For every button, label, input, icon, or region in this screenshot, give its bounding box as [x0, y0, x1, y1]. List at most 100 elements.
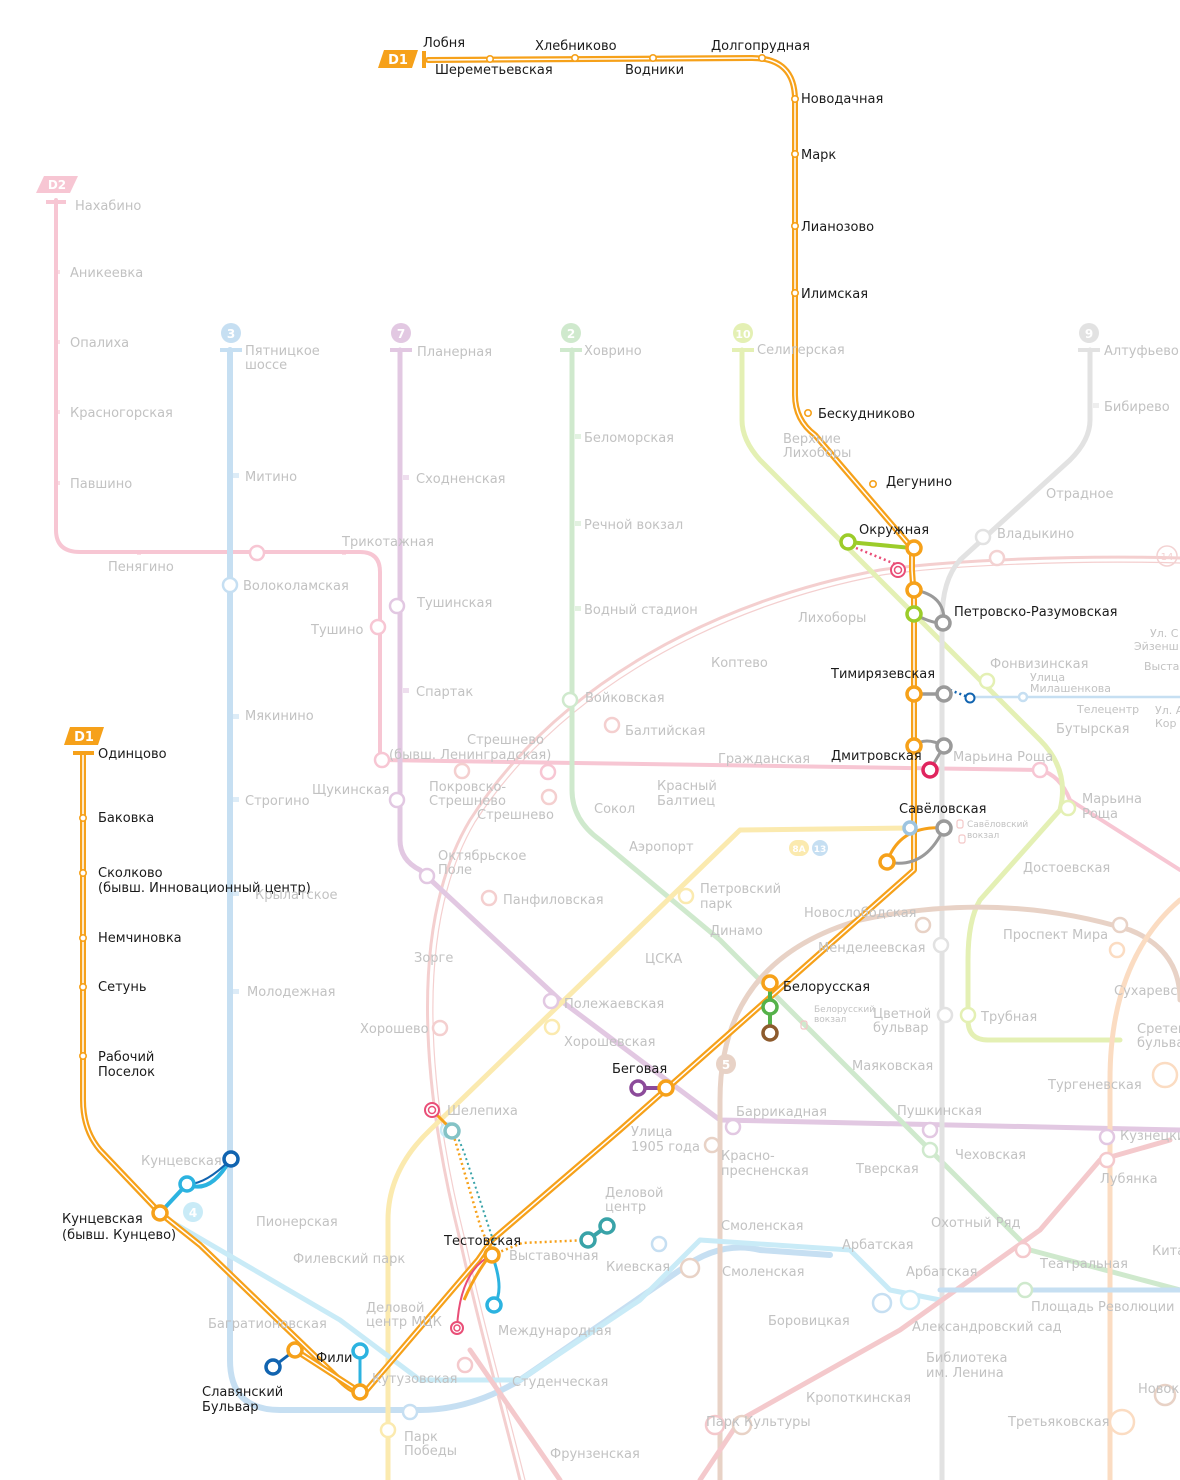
- testovskaya-node-d1[interactable]: [483, 1246, 501, 1264]
- station-label[interactable]: Кунцевская: [62, 1212, 143, 1227]
- line-badge-14[interactable]: 14: [1156, 545, 1178, 567]
- line-badge-d1-left[interactable]: D1: [64, 727, 104, 755]
- station-dot[interactable]: [899, 1289, 921, 1311]
- station-dot[interactable]: [936, 1006, 954, 1024]
- station-label[interactable]: Кита: [1152, 1244, 1180, 1259]
- station-dot[interactable]: [388, 597, 406, 615]
- station-label[interactable]: Пушкинская: [897, 1104, 982, 1119]
- station-label[interactable]: Новодачная: [801, 92, 883, 107]
- belorusskaya-node-2[interactable]: [761, 998, 779, 1016]
- station-label[interactable]: Лубянка: [1100, 1172, 1158, 1187]
- belorusskaya-node-d1[interactable]: [761, 974, 779, 992]
- station-label[interactable]: Баковка: [98, 811, 154, 826]
- station-label[interactable]: Тушинская: [416, 596, 492, 611]
- belorusskaya-node-5[interactable]: [761, 1024, 779, 1042]
- station-label[interactable]: Кунцевская: [141, 1154, 222, 1169]
- petrovsko-node-9[interactable]: [934, 614, 952, 632]
- station-label[interactable]: Ховрино: [584, 344, 642, 359]
- station-label[interactable]: Сетунь: [98, 980, 147, 995]
- station-label[interactable]: Фрунзенская: [550, 1447, 640, 1462]
- station-label[interactable]: Планерная: [417, 345, 492, 360]
- station-dot[interactable]: [561, 691, 579, 709]
- dmitrovskaya-node-9[interactable]: [935, 737, 953, 755]
- petrovsko-node-10[interactable]: [905, 605, 923, 623]
- station-label[interactable]: Сколково: [98, 866, 163, 881]
- station-label[interactable]: Гражданская: [718, 752, 810, 767]
- station-label[interactable]: Фонвизинская: [990, 657, 1088, 672]
- station-label[interactable]: Улица: [631, 1125, 673, 1140]
- station-label[interactable]: Пионерская: [256, 1215, 338, 1230]
- station-label[interactable]: Бескудниково: [818, 407, 915, 422]
- begovaya-node-d1[interactable]: [657, 1079, 675, 1097]
- station-label[interactable]: Роща: [1082, 807, 1118, 822]
- station-label[interactable]: Арбатская: [906, 1265, 978, 1280]
- station-label[interactable]: Беломорская: [584, 431, 674, 446]
- station-label[interactable]: Петровский: [700, 882, 781, 897]
- station-label[interactable]: вокзал: [814, 1015, 846, 1025]
- station-dot[interactable]: [603, 716, 621, 734]
- station-label[interactable]: Шереметьевская: [435, 63, 553, 78]
- station-label[interactable]: Библиотека: [926, 1351, 1008, 1366]
- station-label[interactable]: Нахабино: [75, 199, 141, 214]
- station-label[interactable]: парк: [700, 897, 733, 912]
- station-label[interactable]: Ул. С: [1150, 627, 1179, 640]
- station-label[interactable]: пресненская: [721, 1164, 809, 1179]
- station-dot[interactable]: [974, 528, 992, 546]
- station-label[interactable]: Проспект Мира: [1003, 928, 1108, 943]
- station-dot[interactable]: [453, 762, 471, 780]
- station-label[interactable]: Славянский: [202, 1385, 283, 1400]
- line-badge-10[interactable]: 10: [732, 323, 754, 352]
- slavyansky-node-3[interactable]: [264, 1358, 282, 1376]
- station-label[interactable]: Сокол: [594, 802, 635, 817]
- station-dot[interactable]: [1111, 916, 1129, 934]
- station-label[interactable]: Кор: [1155, 717, 1177, 730]
- station-label[interactable]: Красный: [657, 779, 717, 794]
- station-label[interactable]: Шелепиха: [447, 1104, 518, 1119]
- station-label[interactable]: Селигерская: [757, 343, 845, 358]
- station-label[interactable]: Алтуфьево: [1104, 344, 1179, 359]
- station-label[interactable]: Полежаевская: [564, 997, 664, 1012]
- station-label[interactable]: Лобня: [423, 36, 465, 51]
- station-dot[interactable]: [248, 544, 266, 562]
- timiryazevskaya-node-d1[interactable]: [905, 685, 923, 703]
- station-dot[interactable]: [1016, 1281, 1034, 1299]
- line-badge-3[interactable]: 3: [220, 323, 242, 352]
- savyolovskaya-node-9[interactable]: [935, 819, 953, 837]
- station-label[interactable]: Аэропорт: [629, 840, 694, 855]
- station-dot[interactable]: [704, 1414, 726, 1436]
- station-label[interactable]: Дегунино: [886, 475, 952, 490]
- station-label[interactable]: Пятницкое: [245, 344, 320, 359]
- station-label[interactable]: Трубная: [980, 1010, 1037, 1025]
- dmitrovskaya-node-d2[interactable]: [921, 761, 939, 779]
- station-label[interactable]: Театральная: [1039, 1257, 1128, 1272]
- station-label[interactable]: (бывш. Инновационный центр): [98, 881, 311, 896]
- station-dot[interactable]: [1031, 761, 1049, 779]
- station-label[interactable]: Панфиловская: [503, 893, 604, 908]
- station-dot[interactable]: [456, 1356, 474, 1374]
- station-label[interactable]: Достоевская: [1023, 861, 1110, 876]
- station-label[interactable]: Менделеевская: [818, 941, 925, 956]
- timiryazevskaya-node-mono[interactable]: [964, 692, 976, 704]
- station-dot[interactable]: [1017, 691, 1029, 703]
- station-label[interactable]: Октябрьское: [438, 849, 526, 864]
- station-label[interactable]: 1905 года: [631, 1140, 700, 1155]
- station-label[interactable]: Петровско-Разумовская: [954, 605, 1117, 620]
- testovskaya-node-4[interactable]: [485, 1296, 503, 1314]
- station-label[interactable]: Ул. А: [1155, 704, 1180, 717]
- station-dot[interactable]: [480, 889, 498, 907]
- station-label[interactable]: Беговая: [612, 1062, 667, 1077]
- station-label[interactable]: центр МЦК: [366, 1315, 442, 1330]
- station-dot[interactable]: [542, 992, 560, 1010]
- line-badge-13[interactable]: 13: [812, 840, 828, 856]
- petrovsko-node-d1[interactable]: [905, 581, 923, 599]
- station-label[interactable]: Марк: [801, 148, 836, 163]
- station-label[interactable]: Новок: [1138, 1382, 1179, 1397]
- station-label[interactable]: Арбатская: [842, 1238, 914, 1253]
- station-label[interactable]: Сухаревс: [1114, 984, 1178, 999]
- station-label[interactable]: Кропоткинская: [806, 1391, 911, 1406]
- station-label[interactable]: Охотный Ряд: [931, 1216, 1020, 1231]
- station-label[interactable]: (бывш. Кунцево): [62, 1228, 176, 1243]
- line-badge-8a[interactable]: 8А: [789, 840, 809, 856]
- station-dot[interactable]: [221, 576, 239, 594]
- station-label[interactable]: Александровский сад: [912, 1320, 1062, 1335]
